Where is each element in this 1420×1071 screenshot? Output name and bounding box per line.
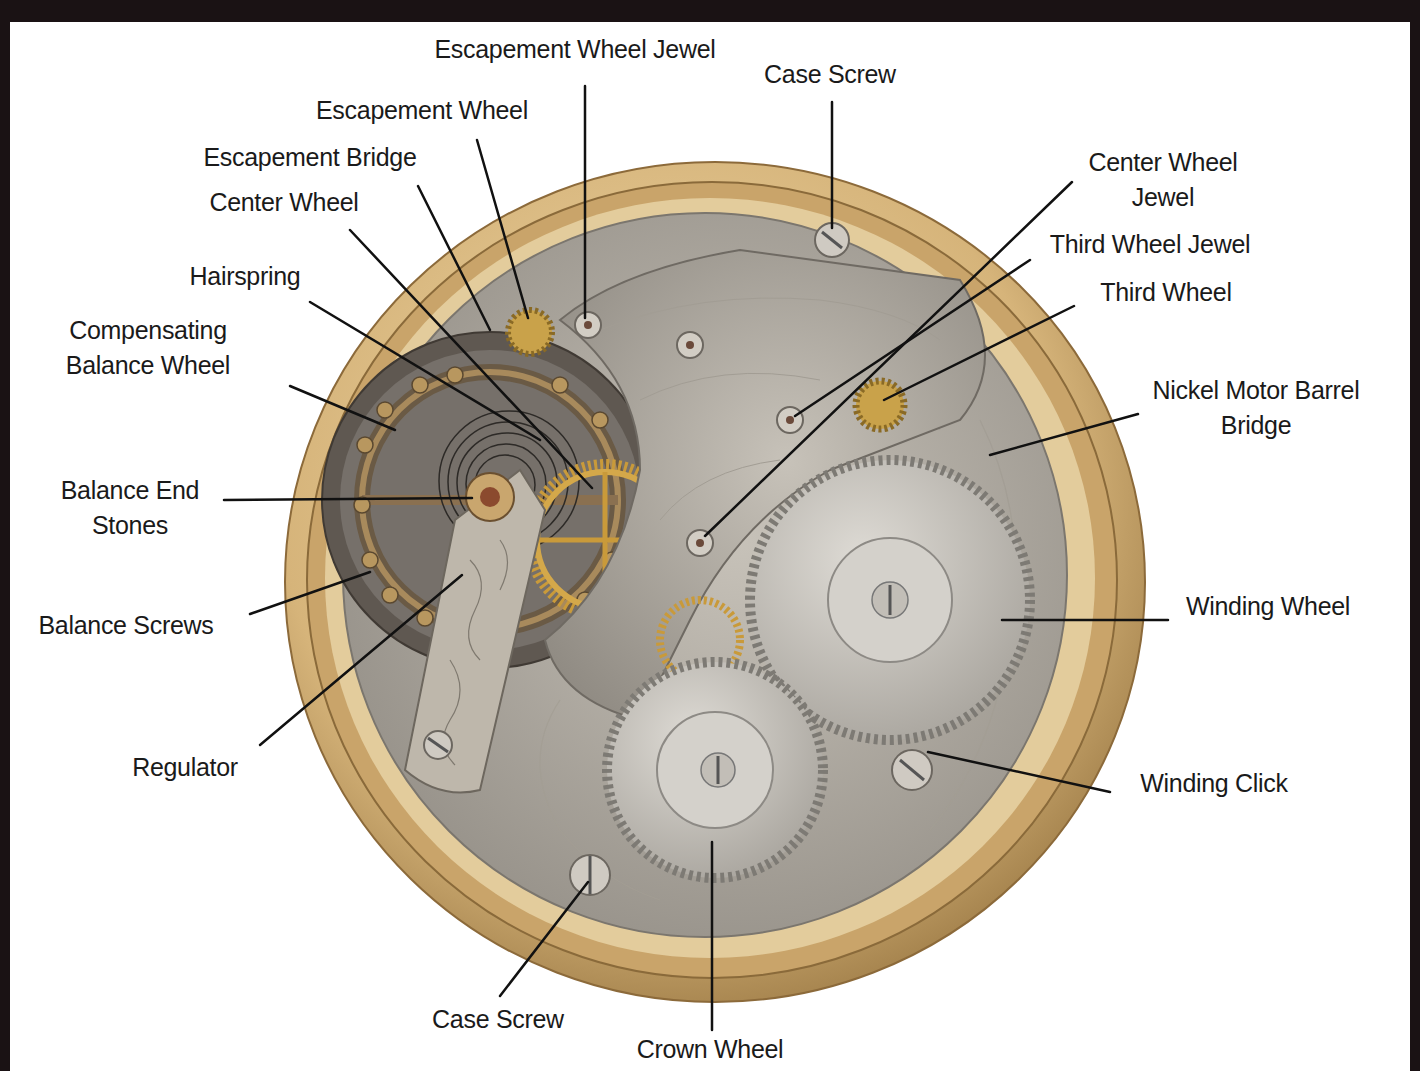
part-label: Crown Wheel: [637, 1032, 784, 1068]
screw-slot: [717, 756, 720, 784]
part-label: Winding Wheel: [1186, 589, 1350, 625]
screw-slot: [428, 738, 448, 752]
part-label: Third Wheel: [1100, 275, 1231, 311]
case-rim: [325, 198, 1095, 958]
part-label: Center Wheel: [209, 185, 358, 221]
balance-end-stone: [466, 473, 514, 521]
movement-plate: [343, 213, 1067, 937]
escape-wheel: [508, 310, 552, 354]
part-label: Case Screw: [764, 57, 896, 93]
crown-wheel-hub: [657, 712, 773, 828]
leader-lines: [224, 86, 1168, 1030]
winding-wheel-hub: [828, 538, 952, 662]
part-label: Case Screw: [432, 1002, 564, 1038]
crown-wheel: [607, 662, 823, 878]
part-label: Third Wheel Jewel: [1050, 227, 1251, 263]
part-label: Hairspring: [190, 259, 301, 295]
part-label: Nickel Motor Barrel Bridge: [1126, 373, 1386, 444]
jewels: [575, 312, 803, 556]
third-wheel: [856, 381, 904, 429]
screw-slot: [889, 585, 892, 615]
winding-click: [892, 750, 932, 790]
part-label: Escapement Wheel Jewel: [434, 32, 715, 68]
case-screw: [570, 855, 610, 895]
screw-slot: [900, 760, 924, 780]
winding-wheel-screw: [872, 582, 908, 618]
panel: [10, 22, 1410, 1071]
part-label: Winding Click: [1140, 766, 1288, 802]
part-label: Balance Screws: [38, 608, 213, 644]
screw-slot: [822, 232, 842, 248]
part-label: Regulator: [132, 750, 238, 786]
cock-screw: [424, 731, 452, 759]
part-label: Balance End Stones: [45, 473, 215, 544]
part-label: Center Wheel Jewel: [1076, 145, 1251, 216]
watch-case: [285, 162, 1145, 1002]
end-stone-jewel: [480, 487, 500, 507]
part-label: Escapement Wheel: [316, 93, 528, 129]
regulator-engraving: [444, 540, 508, 765]
screw-slot: [589, 856, 592, 894]
regulator: [405, 470, 545, 793]
crown-wheel-screw: [701, 753, 735, 787]
part-label: Escapement Bridge: [203, 140, 416, 176]
part-label: Compensating Balance Wheel: [48, 313, 248, 384]
